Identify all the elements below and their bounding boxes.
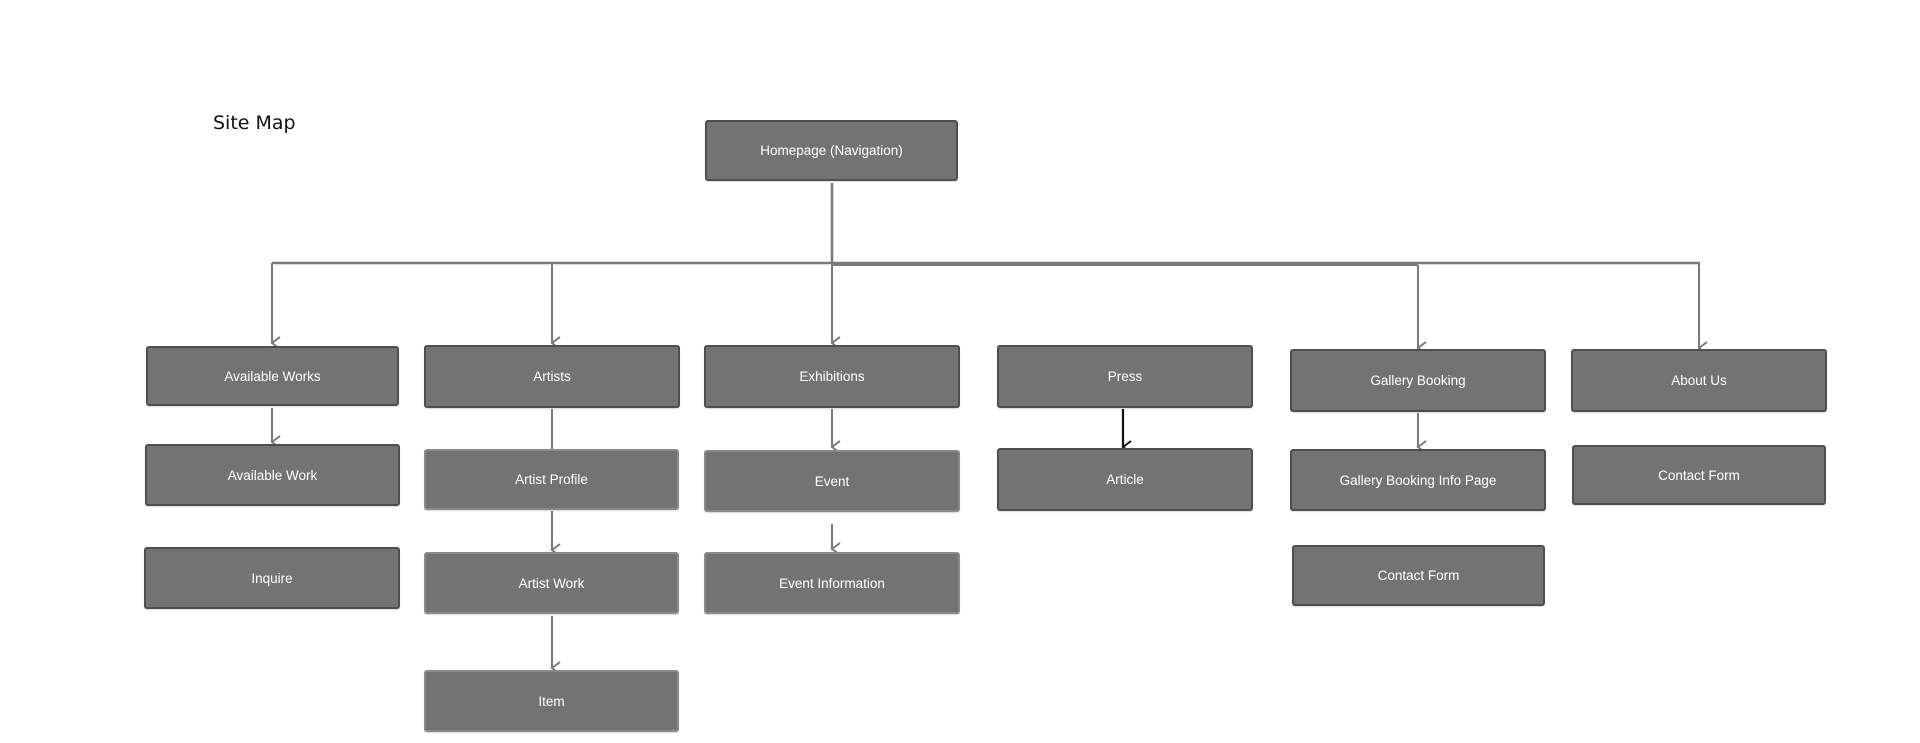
node-gallery-contact-form[interactable]: Contact Form <box>1292 545 1545 606</box>
node-exhibitions[interactable]: Exhibitions <box>704 345 960 408</box>
page-title: Site Map <box>213 112 296 134</box>
node-inquire[interactable]: Inquire <box>144 547 400 609</box>
node-available-work[interactable]: Available Work <box>145 444 400 506</box>
node-article[interactable]: Article <box>997 448 1253 511</box>
node-item[interactable]: Item <box>424 670 679 732</box>
node-artist-profile[interactable]: Artist Profile <box>424 449 679 510</box>
node-homepage[interactable]: Homepage (Navigation) <box>705 120 958 181</box>
node-artist-work[interactable]: Artist Work <box>424 552 679 614</box>
node-event-information[interactable]: Event Information <box>704 552 960 614</box>
node-press[interactable]: Press <box>997 345 1253 408</box>
node-artists[interactable]: Artists <box>424 345 680 408</box>
node-event[interactable]: Event <box>704 450 960 512</box>
node-about-contact-form[interactable]: Contact Form <box>1572 445 1826 505</box>
node-available-works[interactable]: Available Works <box>146 346 399 406</box>
node-about-us[interactable]: About Us <box>1571 349 1827 412</box>
node-gallery-booking-info-page[interactable]: Gallery Booking Info Page <box>1290 449 1546 511</box>
node-gallery-booking[interactable]: Gallery Booking <box>1290 349 1546 412</box>
